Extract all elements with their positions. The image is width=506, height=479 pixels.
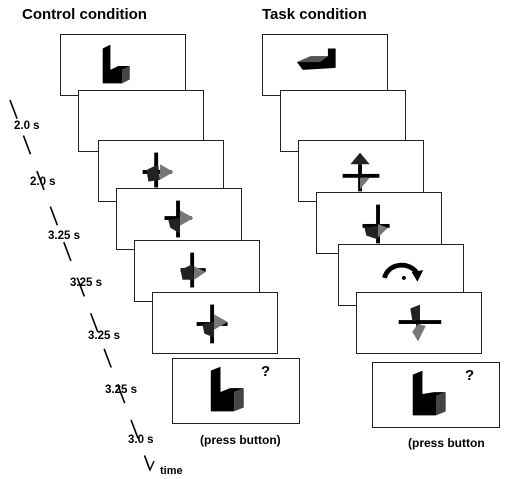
task-frame-arrow <box>356 292 482 354</box>
l-shape-object-icon <box>296 48 336 70</box>
arrow-icon <box>342 152 380 192</box>
duration-label: 2.0 s <box>14 120 40 132</box>
time-axis-label: time <box>160 465 183 477</box>
l-shape-object-icon <box>210 366 244 412</box>
duration-label: 3.25 s <box>105 384 137 396</box>
question-mark: ? <box>261 363 271 380</box>
control-frame-arrow <box>152 292 278 354</box>
arrow-icon <box>180 252 206 288</box>
duration-label: 3.25 s <box>88 330 120 342</box>
task-frame-probe: ? <box>372 362 500 428</box>
task-response-label: (press button <box>408 436 485 450</box>
task-condition-title: Task condition <box>262 6 367 23</box>
task-frame-sample <box>262 34 388 96</box>
control-condition-title: Control condition <box>22 6 147 23</box>
rotation-arrow-icon <box>382 262 424 282</box>
duration-label: 3.25 s <box>70 277 102 289</box>
l-shape-object-icon <box>412 370 446 416</box>
arrow-icon <box>362 204 390 244</box>
duration-label: 2.0 s <box>30 176 56 188</box>
arrow-icon <box>398 304 442 342</box>
task-frame-arrow <box>316 192 442 254</box>
question-mark: ? <box>465 367 475 384</box>
control-frame-sample <box>60 34 186 96</box>
l-shape-object-icon <box>102 44 130 84</box>
arrow-icon <box>164 200 194 238</box>
duration-label: 3.0 s <box>128 434 154 446</box>
arrow-icon <box>142 152 174 188</box>
control-response-label: (press button) <box>200 433 281 447</box>
duration-label: 3.25 s <box>48 230 80 242</box>
control-frame-probe: ? <box>172 358 300 424</box>
arrow-icon <box>196 304 228 344</box>
task-frame-arrow <box>298 140 424 202</box>
